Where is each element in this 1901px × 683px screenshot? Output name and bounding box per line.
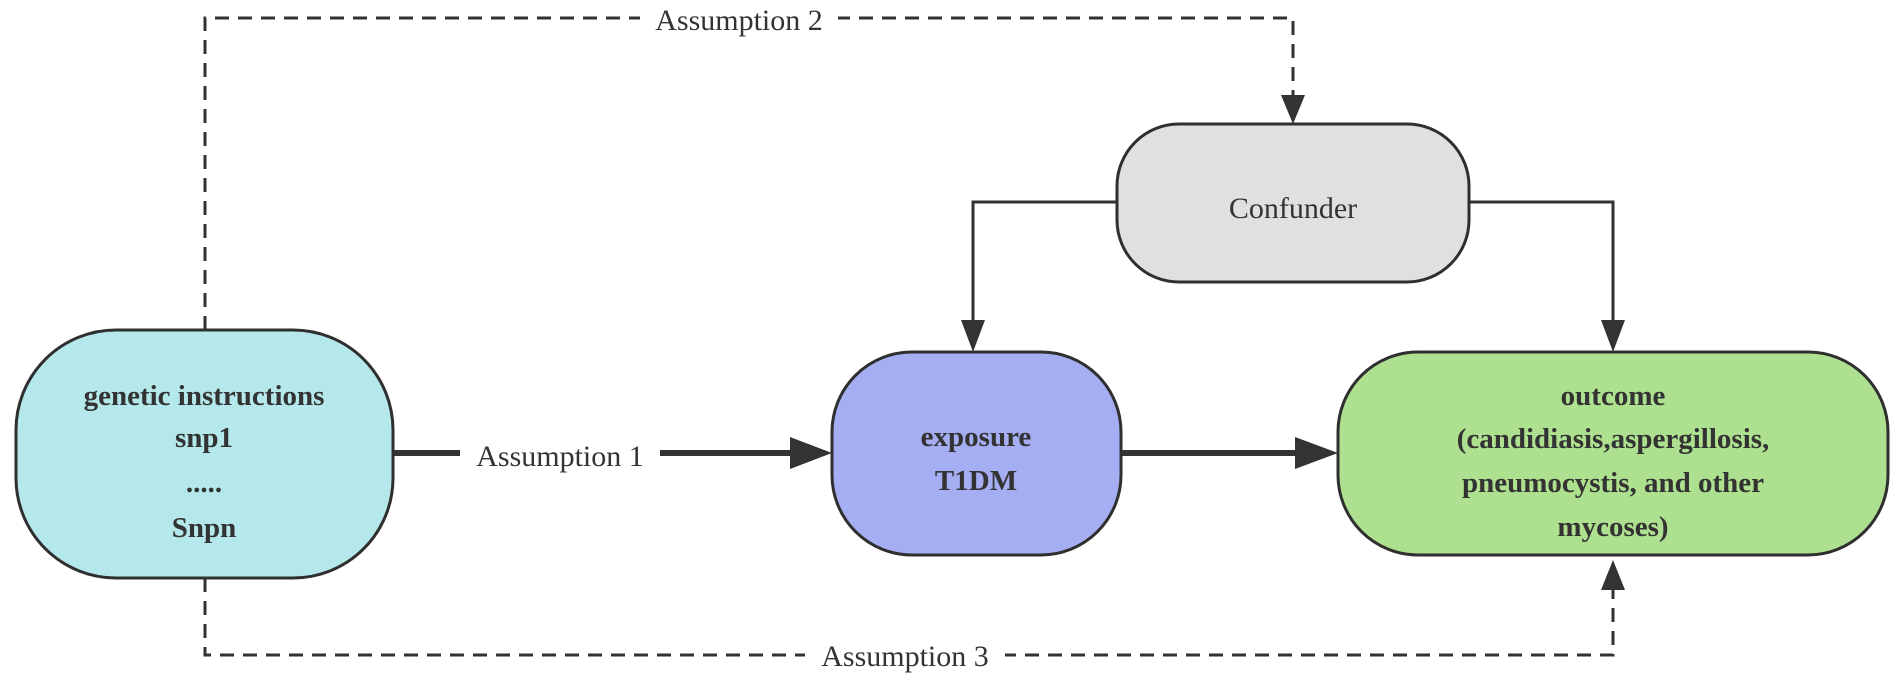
- confounder-box: [1115, 122, 1471, 284]
- assumption-3-edge: Assumption 3: [203, 560, 1625, 673]
- outcome-line-2: (candidiasis,aspergillosis,: [1457, 423, 1770, 455]
- outcome-line-1: outcome: [1561, 380, 1666, 412]
- assumption-2-arrowhead: [1281, 95, 1305, 124]
- outcome-line-4: mycoses): [1557, 511, 1668, 543]
- assumption-1-arrowhead: [790, 437, 832, 469]
- exposure-to-outcome-edge: [1121, 437, 1338, 469]
- genetic-instructions-node: genetic instructions snp1 ..... Snpn: [14, 328, 395, 580]
- genetic-line-4: Snpn: [172, 512, 237, 544]
- assumption-2-label: Assumption 2: [655, 4, 823, 37]
- outcome-box: [1336, 350, 1890, 557]
- confounder-to-exposure-arrowhead: [961, 320, 985, 352]
- confounder-to-exposure-edge: [961, 200, 1117, 352]
- exposure-node: exposure T1DM: [830, 350, 1123, 557]
- genetic-line-1: genetic instructions: [84, 380, 325, 412]
- exposure-to-outcome-arrowhead: [1295, 437, 1338, 469]
- outcome-line-3: pneumocystis, and other: [1462, 467, 1764, 499]
- assumption-3-label: Assumption 3: [821, 640, 989, 673]
- confounder-to-outcome-edge: [1469, 200, 1625, 352]
- assumption-1-edge: Assumption 1: [393, 436, 832, 473]
- assumption-2-edge: Assumption 2: [203, 2, 1305, 330]
- genetic-instructions-box: [14, 328, 395, 580]
- assumption-3-arrowhead: [1601, 560, 1625, 590]
- assumption-1-label: Assumption 1: [476, 440, 644, 473]
- genetic-line-2: snp1: [175, 422, 233, 454]
- exposure-line-2: T1DM: [935, 465, 1017, 497]
- confounder-node: Confunder: [1115, 122, 1471, 284]
- outcome-node: outcome (candidiasis,aspergillosis, pneu…: [1336, 350, 1890, 557]
- confounder-to-outcome-arrowhead: [1601, 320, 1625, 352]
- exposure-line-1: exposure: [921, 421, 1032, 453]
- exposure-box: [830, 350, 1123, 557]
- genetic-line-3: .....: [186, 467, 222, 499]
- confounder-label: Confunder: [1229, 192, 1357, 225]
